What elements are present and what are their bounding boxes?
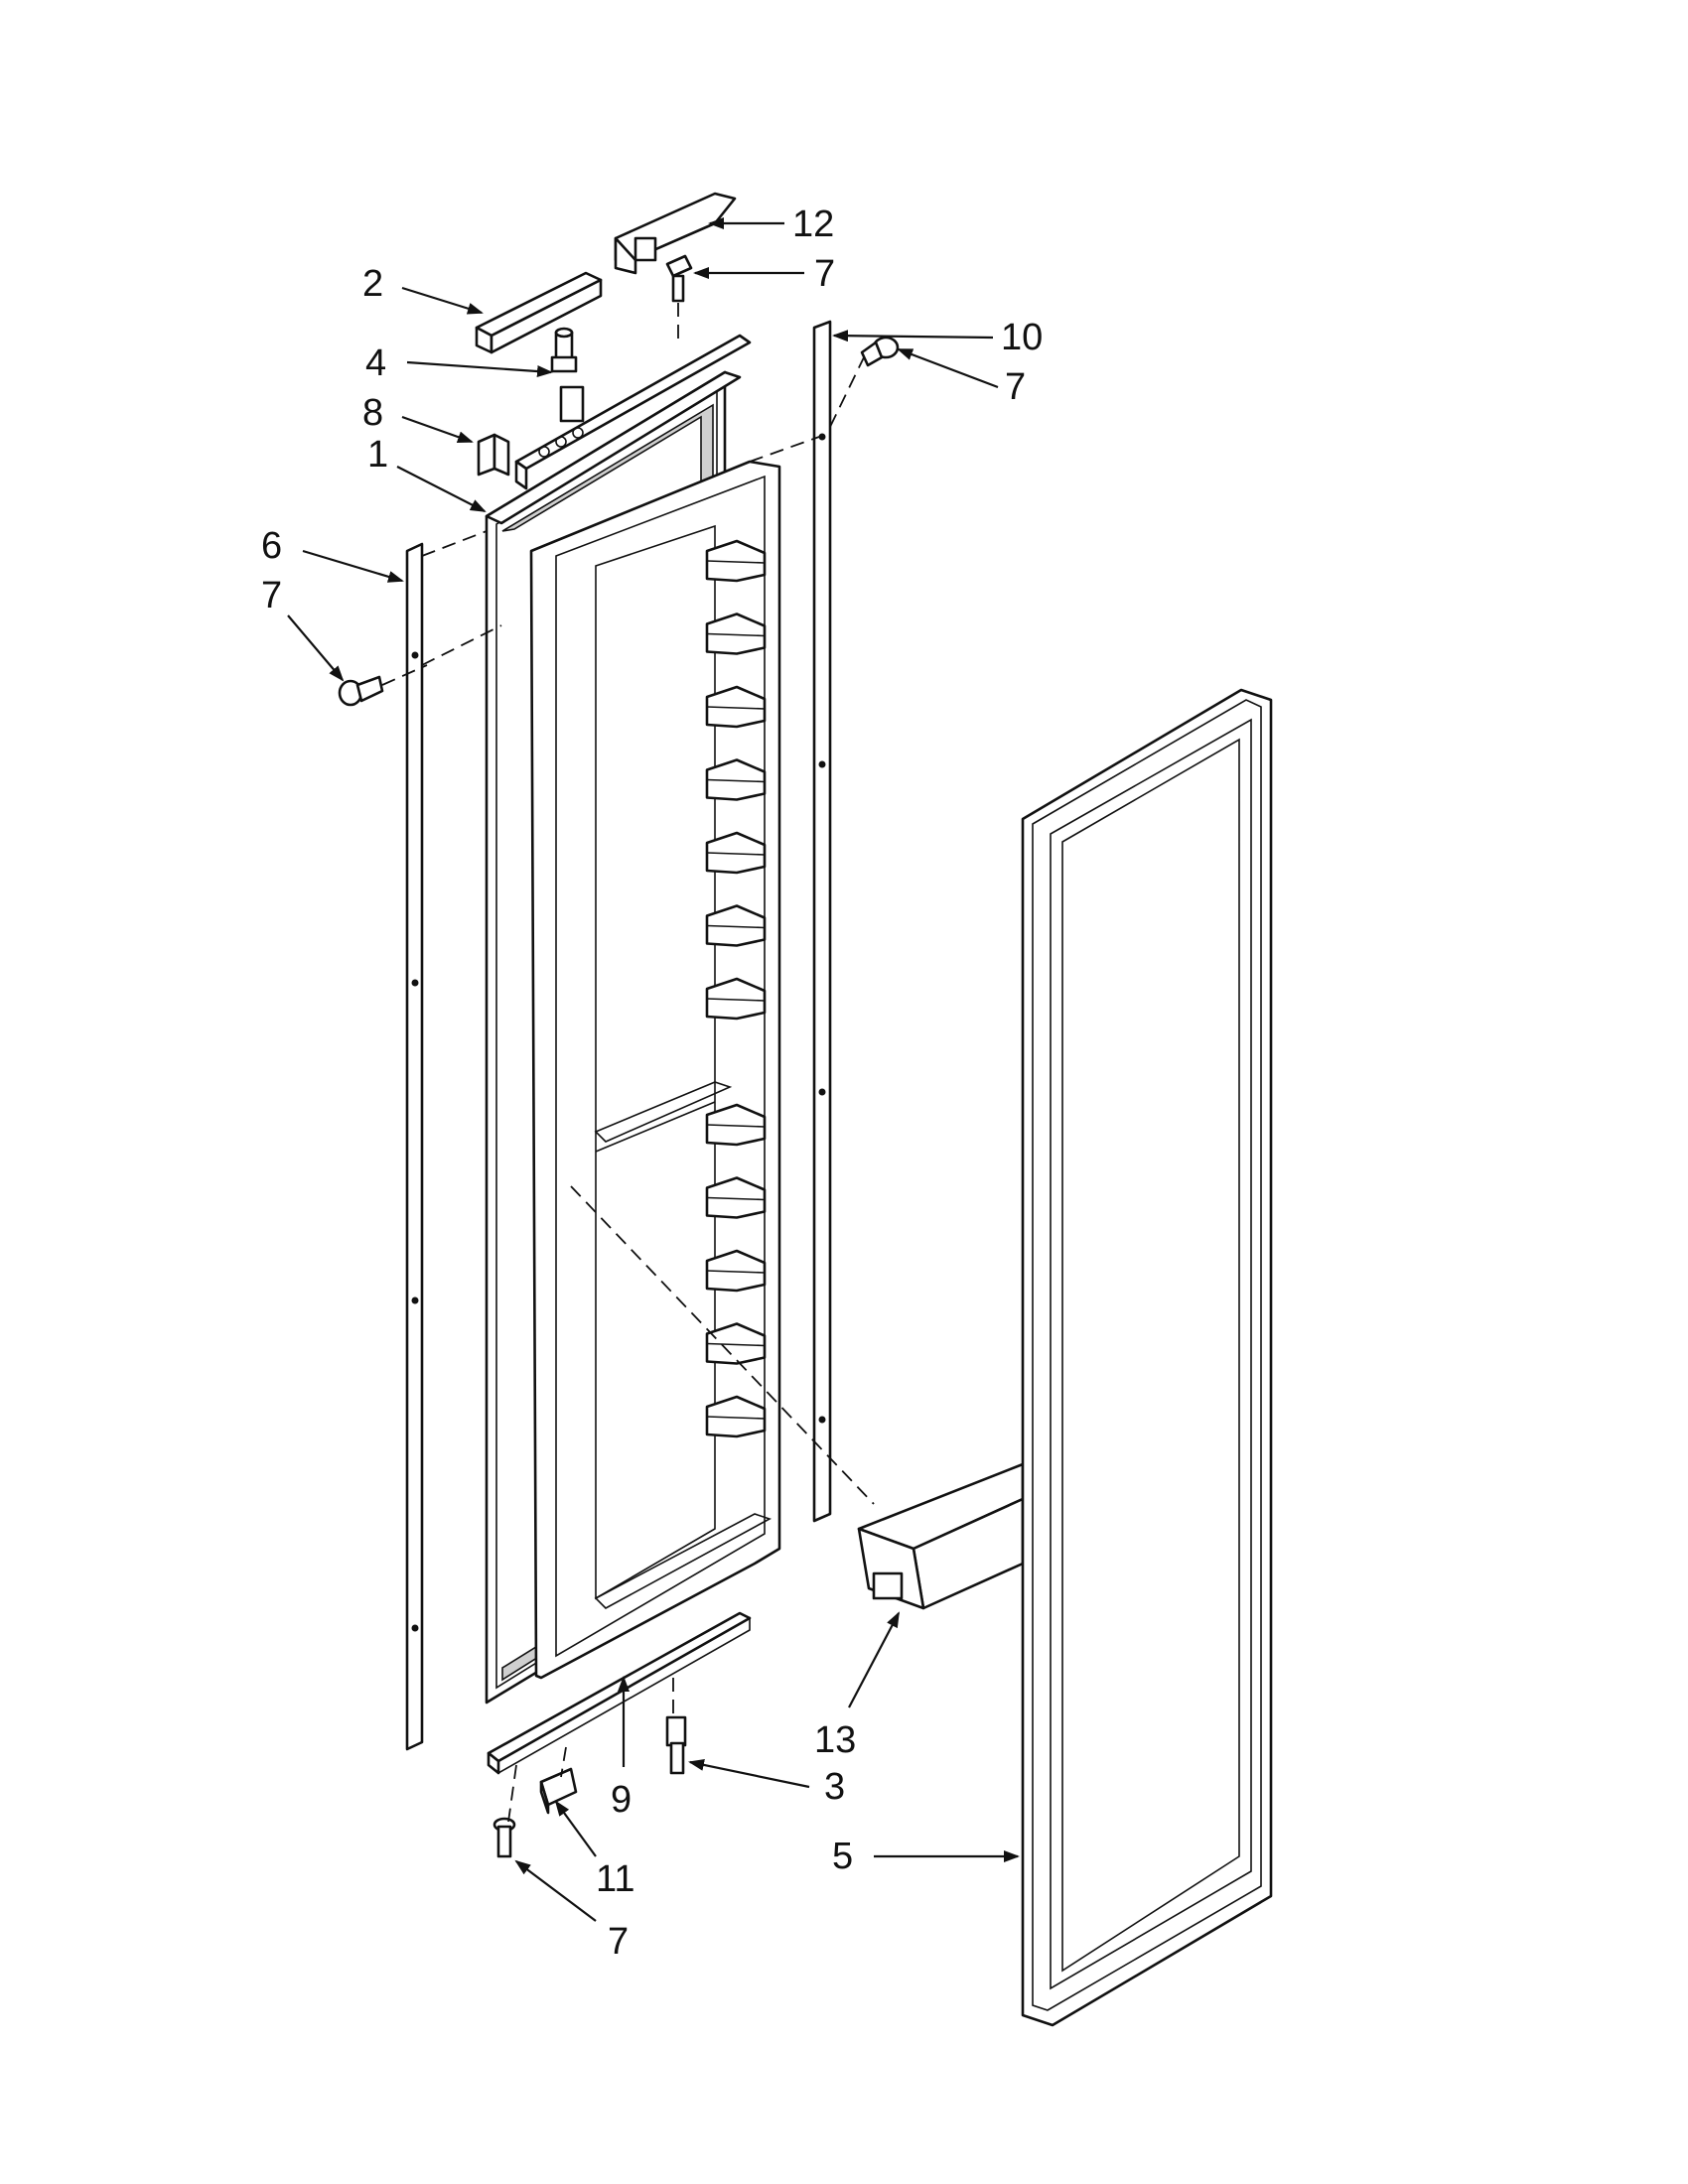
shelf-bracket-edge [706, 560, 766, 564]
top-hinge-pin [550, 327, 578, 373]
top-end-cap [475, 271, 603, 354]
top-hinge-bracket [514, 334, 752, 490]
callout-1: 1 [367, 434, 388, 476]
shelf-bracket-edge [706, 852, 766, 856]
callout-7-left: 7 [261, 575, 282, 616]
callout-10: 10 [1001, 317, 1043, 358]
shelf-bracket-edge [706, 632, 766, 637]
shelf-bracket-edge [706, 706, 766, 710]
callout-5: 5 [832, 1836, 853, 1877]
callout-12: 12 [792, 204, 834, 245]
shelf-bracket [705, 1176, 767, 1219]
shelf-bracket-edge [706, 1342, 766, 1347]
right-trim-strip [812, 320, 832, 1523]
shelf-bracket [705, 1322, 767, 1365]
callout-7-bottom: 7 [608, 1921, 629, 1963]
shelf-bracket [705, 539, 767, 583]
screw-bottom [492, 1817, 516, 1858]
shelf-bracket-edge [706, 998, 766, 1002]
hinge-cover [614, 192, 737, 275]
callout-7-right: 7 [1005, 366, 1026, 408]
shelf-bracket-edge [706, 1416, 766, 1420]
assembly-guide-lines [381, 303, 875, 1823]
bottom-hinge-pin [665, 1715, 687, 1775]
callout-3: 3 [824, 1766, 845, 1808]
outer-door-panel [1021, 688, 1273, 2027]
left-trim-strip [405, 542, 424, 1751]
shelf-bracket [705, 613, 767, 655]
callout-11: 11 [596, 1858, 634, 1900]
shelf-bracket-edge [706, 1196, 766, 1201]
shelf-bracket [705, 1249, 767, 1293]
shelf-bracket [705, 1103, 767, 1147]
leader-arrows [287, 217, 1020, 1922]
callout-9: 9 [611, 1779, 632, 1821]
shelf-bracket [705, 1395, 767, 1438]
shelf-bracket [705, 904, 767, 947]
shelf-bracket-edge [706, 1270, 766, 1274]
shelf-bracket-edge [706, 1124, 766, 1128]
callout-7-top: 7 [814, 253, 835, 295]
callout-2: 2 [362, 263, 383, 305]
screw-top [665, 254, 693, 303]
callout-13: 13 [814, 1719, 856, 1761]
callout-8: 8 [362, 392, 383, 434]
hinge-clip [477, 433, 510, 477]
shelf-bracket [705, 685, 767, 729]
shelf-bracket [705, 977, 767, 1021]
callout-6: 6 [261, 525, 282, 567]
callout-labels: 12 7 2 10 4 7 8 1 6 7 13 9 3 11 5 7 [261, 204, 1043, 1963]
shelf-bracket-edge [706, 778, 766, 783]
lower-clip [539, 1767, 578, 1815]
shelf-bracket [705, 758, 767, 801]
screw-right [860, 336, 900, 367]
screw-left [338, 675, 384, 707]
shelf-bracket-edge [706, 924, 766, 929]
shelf-bracket [705, 831, 767, 875]
callout-4: 4 [365, 342, 386, 384]
door-liner-assembly [485, 370, 781, 1705]
